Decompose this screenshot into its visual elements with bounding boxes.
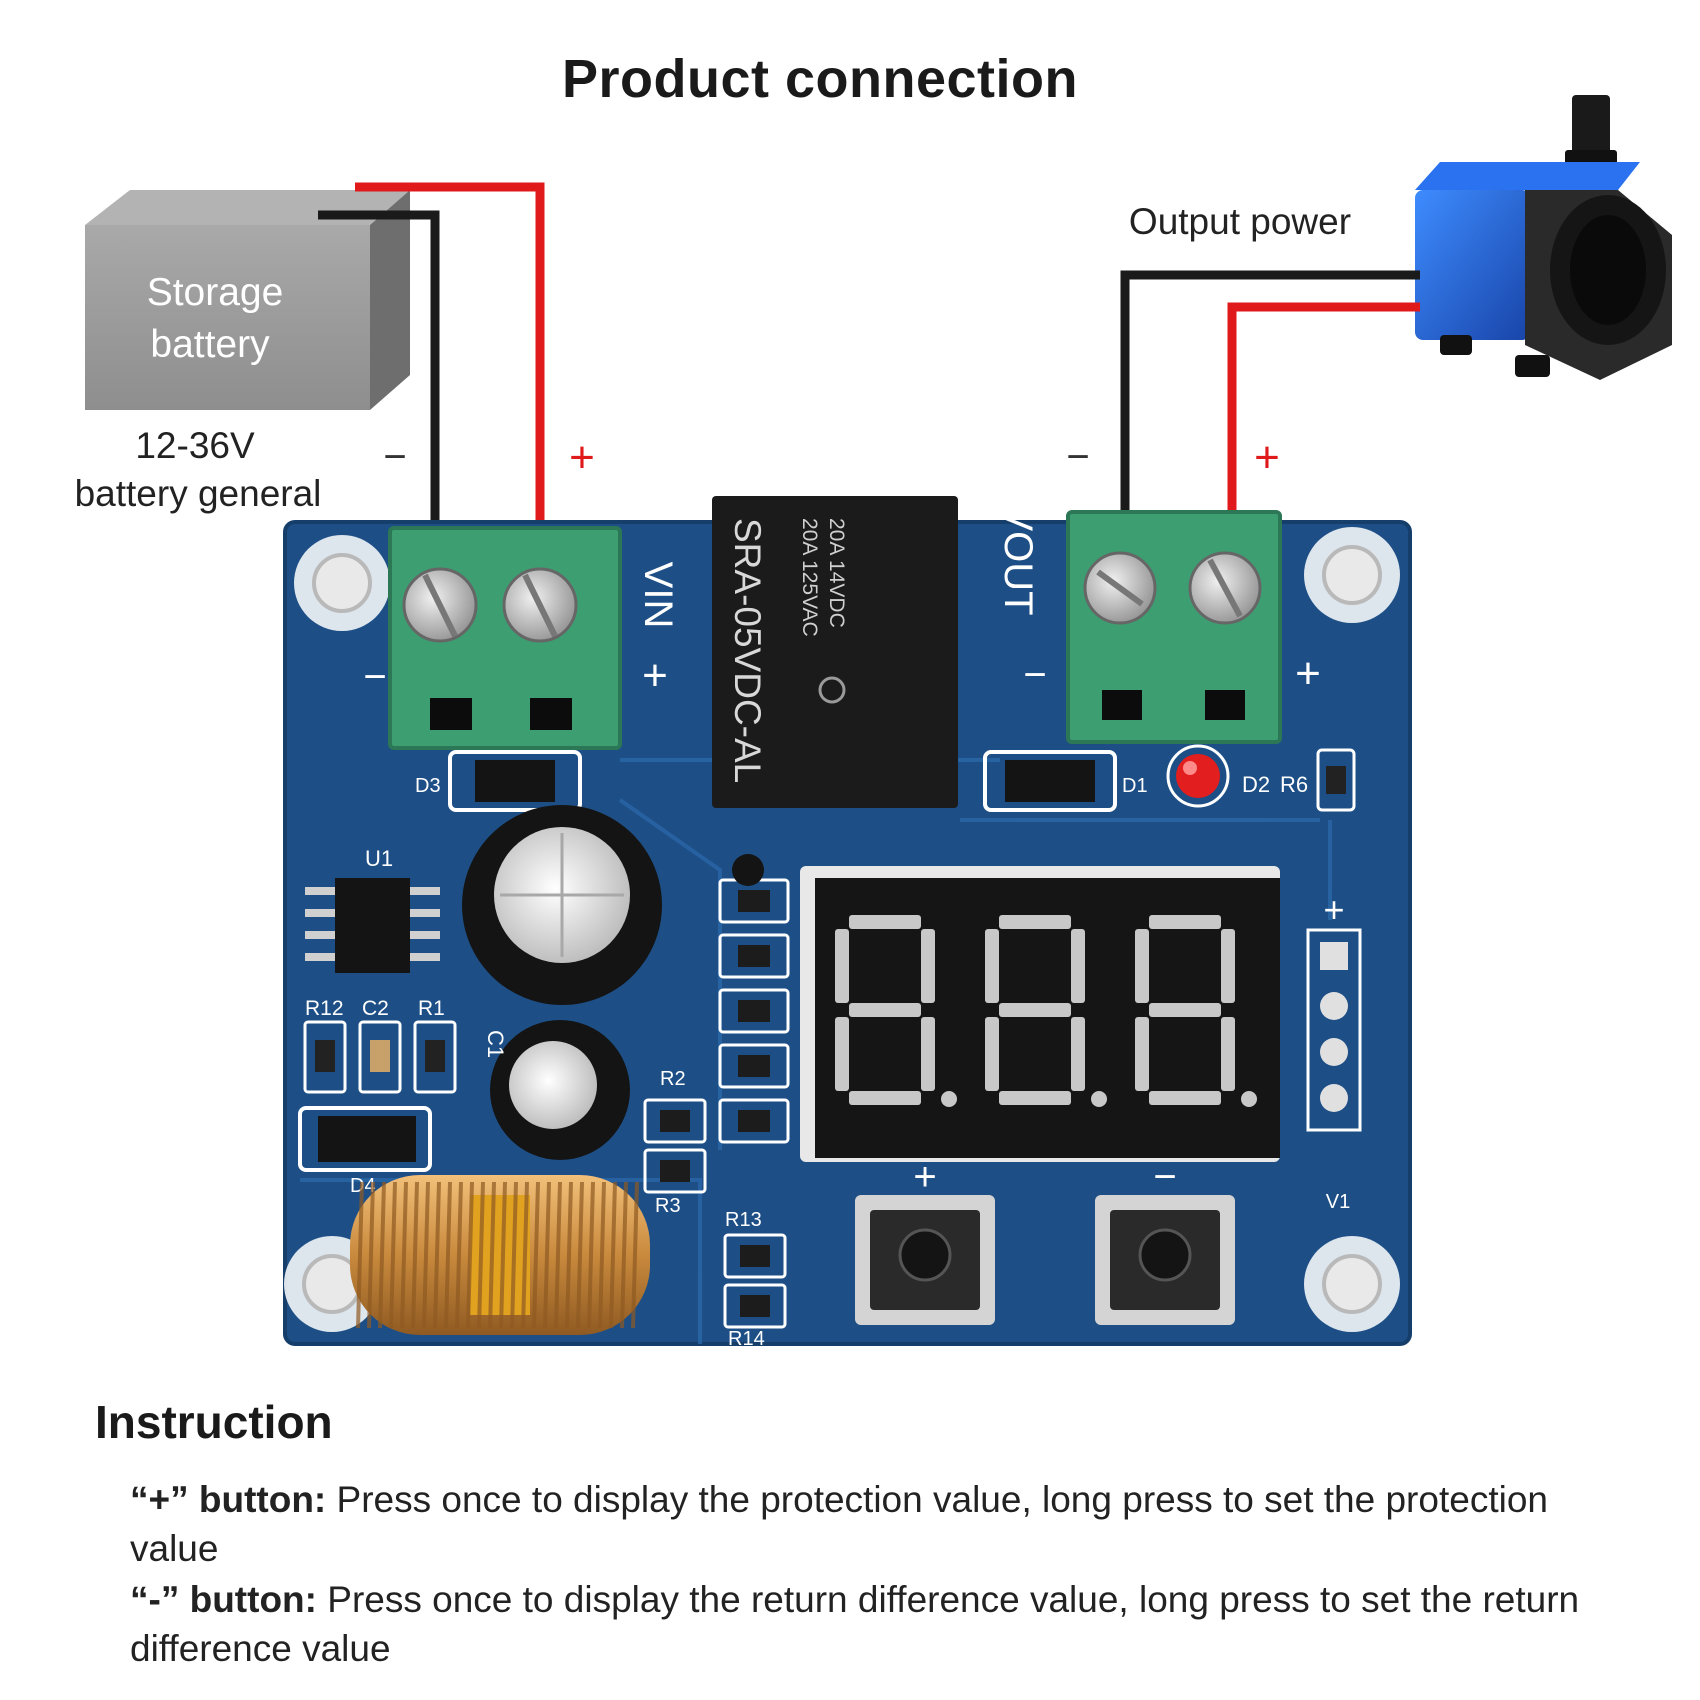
battery-plus-sign: + <box>569 433 595 482</box>
display-segment <box>849 1091 921 1105</box>
display-segment <box>849 915 921 929</box>
display-segment <box>835 929 849 1003</box>
silk-r12: R12 <box>305 997 344 1020</box>
display-segment <box>1135 1017 1149 1091</box>
seven-segment-display <box>800 866 1280 1162</box>
display-segment <box>921 1017 935 1091</box>
battery-label-line1: Storage <box>147 271 284 314</box>
board-vin-minus: − <box>363 655 386 699</box>
relay <box>712 496 958 808</box>
output-negative-wire <box>1120 270 1420 520</box>
battery-minus-sign: − <box>383 435 406 479</box>
relay-rating-dc: 20A 14VDC <box>825 518 848 628</box>
silk-c2: C2 <box>362 997 389 1020</box>
capacitor-small <box>490 1020 630 1160</box>
silk-r13: R13 <box>725 1209 762 1231</box>
vin-label: VIN <box>636 562 680 629</box>
output-wires <box>1120 270 1420 520</box>
board-vout-minus: − <box>1023 653 1046 697</box>
page-title: Product connection <box>561 49 1078 109</box>
display-segment <box>985 1017 999 1091</box>
silk-d3: D3 <box>415 775 441 797</box>
silk-r6: R6 <box>1280 772 1308 797</box>
silk-r14: R14 <box>728 1328 765 1350</box>
connection-illustration: Storage battery 12-36V battery general −… <box>74 95 1672 1350</box>
display-segment <box>1071 1017 1085 1091</box>
plus-button-description: Press once to display the protection val… <box>130 1479 1548 1569</box>
display-segment <box>835 1017 849 1091</box>
minus-button-term: “-” button: <box>130 1579 317 1620</box>
display-segment <box>1135 929 1149 1003</box>
plus-tact-button <box>855 1195 995 1325</box>
output-minus-sign: − <box>1066 435 1089 479</box>
minus-tact-button <box>1095 1195 1235 1325</box>
display-segment <box>921 929 935 1003</box>
plus-button-label: + <box>913 1155 936 1199</box>
plus-button-term: “+” button: <box>130 1479 327 1520</box>
silk-c1: C1 <box>483 1030 508 1058</box>
capacitor-large <box>462 805 662 1005</box>
instruction-plus: “+” button: Press once to display the pr… <box>130 1475 1580 1573</box>
output-plus-sign: + <box>1254 433 1280 482</box>
water-pump <box>1415 95 1672 380</box>
led-d2 <box>1166 744 1230 808</box>
display-decimal-point <box>1091 1091 1107 1107</box>
diode-d4 <box>298 1106 432 1172</box>
display-decimal-point <box>941 1091 957 1107</box>
smd-row <box>303 1020 457 1094</box>
battery-voltage-note: battery general <box>75 473 322 514</box>
silk-r2: R2 <box>660 1068 686 1090</box>
output-positive-wire <box>1227 302 1420 520</box>
instruction-heading: Instruction <box>95 1396 333 1448</box>
relay-rating-ac: 20A 125VAC <box>798 518 821 637</box>
relay-model: SRA-05VDC-AL <box>727 518 768 783</box>
battery-negative-wire <box>318 210 440 522</box>
silk-r1: R1 <box>418 997 445 1020</box>
display-segment <box>1149 915 1221 929</box>
silk-v1: V1 <box>1326 1191 1350 1213</box>
display-segment <box>999 1003 1071 1017</box>
display-segment <box>999 915 1071 929</box>
silk-d1: D1 <box>1122 775 1148 797</box>
header-plus: + <box>1323 889 1344 930</box>
display-segment <box>1221 929 1235 1003</box>
display-segment <box>849 1003 921 1017</box>
mounting-holes <box>284 527 1400 1332</box>
display-segment <box>985 929 999 1003</box>
diode-d3 <box>448 750 582 812</box>
display-segment <box>1149 1091 1221 1105</box>
silk-d2: D2 <box>1242 772 1270 797</box>
silk-r3: R3 <box>655 1195 681 1217</box>
output-terminal-block <box>1066 510 1282 744</box>
minus-button-label: − <box>1153 1155 1176 1199</box>
header-pins-v1 <box>1306 928 1362 1132</box>
battery-voltage-label: 12-36V <box>135 425 255 466</box>
battery-wires <box>318 182 545 522</box>
board-vout-plus: + <box>1295 649 1321 698</box>
input-terminal-block <box>388 526 622 750</box>
output-power-label: Output power <box>1129 201 1351 242</box>
toroid-inductor <box>350 1175 650 1335</box>
battery-positive-wire <box>355 182 545 522</box>
display-segment <box>1071 929 1085 1003</box>
board-vin-plus: + <box>642 651 668 700</box>
display-segment <box>999 1091 1071 1105</box>
resistor-r6 <box>1316 748 1356 812</box>
display-segment <box>1221 1017 1235 1091</box>
display-decimal-point <box>1241 1091 1257 1107</box>
diode-d1 <box>983 750 1117 812</box>
vout-label: VOUT <box>996 504 1040 615</box>
silk-u1: U1 <box>365 846 393 871</box>
display-segment <box>1149 1003 1221 1017</box>
battery-label-line2: battery <box>150 323 270 366</box>
instruction-minus: “-” button: Press once to display the re… <box>130 1575 1580 1673</box>
storage-battery: Storage battery <box>85 190 410 410</box>
transistor <box>732 854 764 886</box>
minus-button-description: Press once to display the return differe… <box>130 1579 1580 1669</box>
ic-u1 <box>305 878 440 973</box>
